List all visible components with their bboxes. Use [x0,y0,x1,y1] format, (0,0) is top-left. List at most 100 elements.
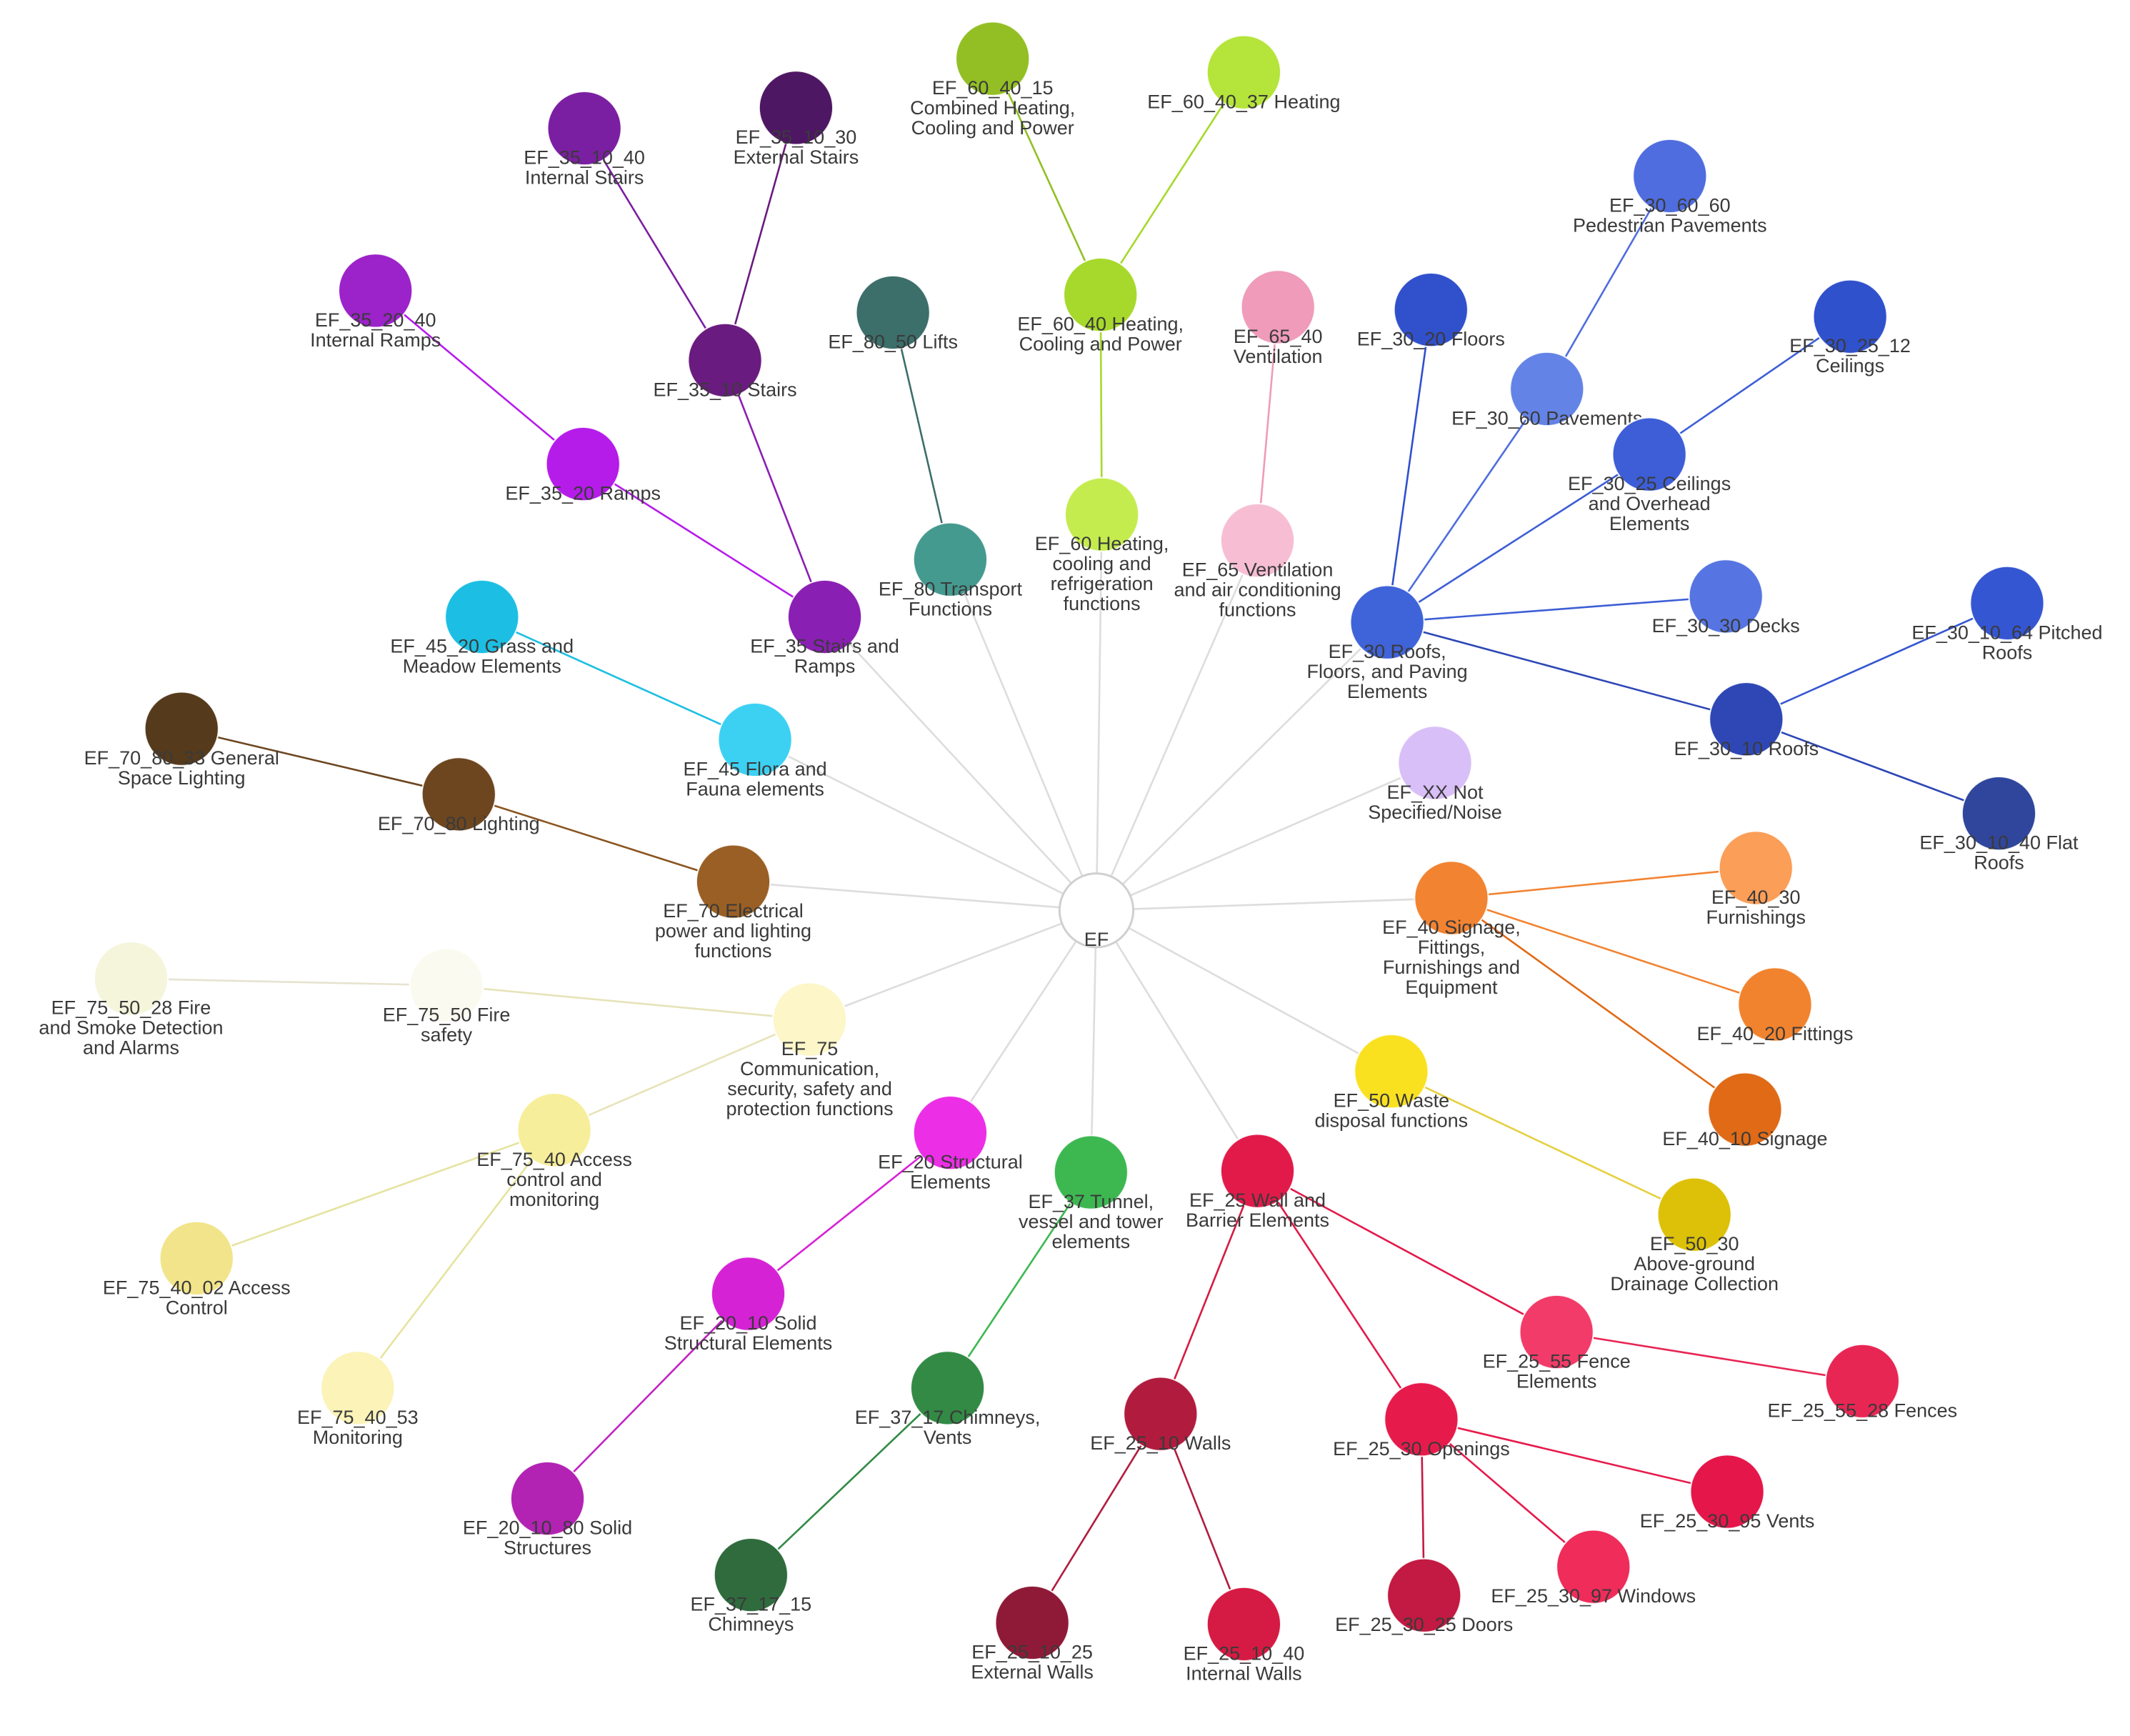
node-circle[interactable] [1556,1529,1631,1605]
node-circle[interactable] [1689,1454,1765,1530]
node-circle[interactable] [1824,1343,1900,1419]
node-circle[interactable] [1812,279,1888,354]
node-circle[interactable] [516,1092,592,1168]
node-circle[interactable] [1737,967,1813,1042]
node-circle[interactable] [717,702,793,778]
node-EF_25_30_25[interactable]: EF_25_30_25 Doors [1335,1557,1513,1636]
node-circle[interactable] [1064,477,1140,552]
node-circle[interactable] [1063,257,1139,333]
node-EF_37_17[interactable]: EF_37_17 Chimneys,Vents [855,1350,1041,1448]
node-circle[interactable] [1611,416,1687,492]
node-circle[interactable] [1219,1133,1296,1209]
node-circle[interactable] [1384,1382,1459,1457]
node-circle[interactable] [93,941,169,1017]
node-circle[interactable] [758,70,834,146]
node-circle[interactable] [1969,565,2045,641]
node-circle[interactable] [1656,1177,1732,1252]
node-circle[interactable] [338,253,414,329]
node-circle[interactable] [1349,584,1425,660]
node-EF_30_30[interactable]: EF_30_30 Decks [1652,559,1800,637]
node-circle[interactable] [320,1350,396,1426]
node-circle[interactable] [1397,725,1473,801]
node-circle[interactable] [687,322,763,398]
node-EF_35_10[interactable]: EF_35_10 Stairs [653,322,797,401]
node-EF_80_50[interactable]: EF_80_50 Lifts [828,274,958,353]
node-circle[interactable] [1206,1586,1282,1662]
node-circle[interactable] [444,579,520,655]
node-circle[interactable] [955,21,1031,96]
node-circle[interactable] [912,522,989,597]
node-circle[interactable] [1509,351,1585,427]
node-circle[interactable] [1688,559,1764,634]
node-circle[interactable] [786,579,863,655]
node-circle[interactable] [1393,272,1469,348]
node-circle[interactable] [1240,269,1316,345]
node-EF_35_20[interactable]: EF_35_20 Ramps [505,426,661,504]
node-EF_25_30_97[interactable]: EF_25_30_97 Windows [1491,1529,1696,1607]
node-circle[interactable] [1519,1294,1594,1370]
node-circle[interactable] [1961,775,2037,852]
node-EF_60_40_37[interactable]: EF_60_40_37 Heating [1147,34,1341,113]
node-circle[interactable] [159,1220,234,1296]
node-circle[interactable] [421,757,496,832]
node-circle[interactable] [713,1537,789,1613]
node-circle[interactable] [1219,502,1296,579]
node-EF_40_10[interactable]: EF_40_10 Signage [1662,1072,1828,1150]
node-circle[interactable] [1206,34,1282,110]
node-circle[interactable] [1386,1557,1462,1633]
node-circle[interactable] [545,426,621,502]
node-circle[interactable] [1718,830,1794,906]
node-EF_40_20[interactable]: EF_40_20 Fittings [1696,967,1854,1044]
node-EF_25_55_28[interactable]: EF_25_55_28 Fences [1767,1343,1957,1422]
node-EF_25_30_95[interactable]: EF_25_30_95 Vents [1640,1454,1815,1532]
node-EF_30_10[interactable]: EF_30_10 Roofs [1674,682,1819,759]
node-circle[interactable] [1058,872,1135,949]
node-circle[interactable] [912,1095,989,1171]
node-EF_30_60[interactable]: EF_30_60 Pavements [1451,351,1642,429]
node-circle[interactable] [1414,860,1489,936]
node-circle[interactable] [1707,1072,1783,1147]
node-circle[interactable] [409,947,484,1023]
node-circle[interactable] [771,982,848,1057]
node-EF_70_80[interactable]: EF_70_80 Lighting [378,757,540,834]
node-circle[interactable] [994,1585,1070,1661]
node-circle[interactable] [509,1460,586,1537]
node-EF_30_20[interactable]: EF_30_20 Floors [1357,272,1505,350]
